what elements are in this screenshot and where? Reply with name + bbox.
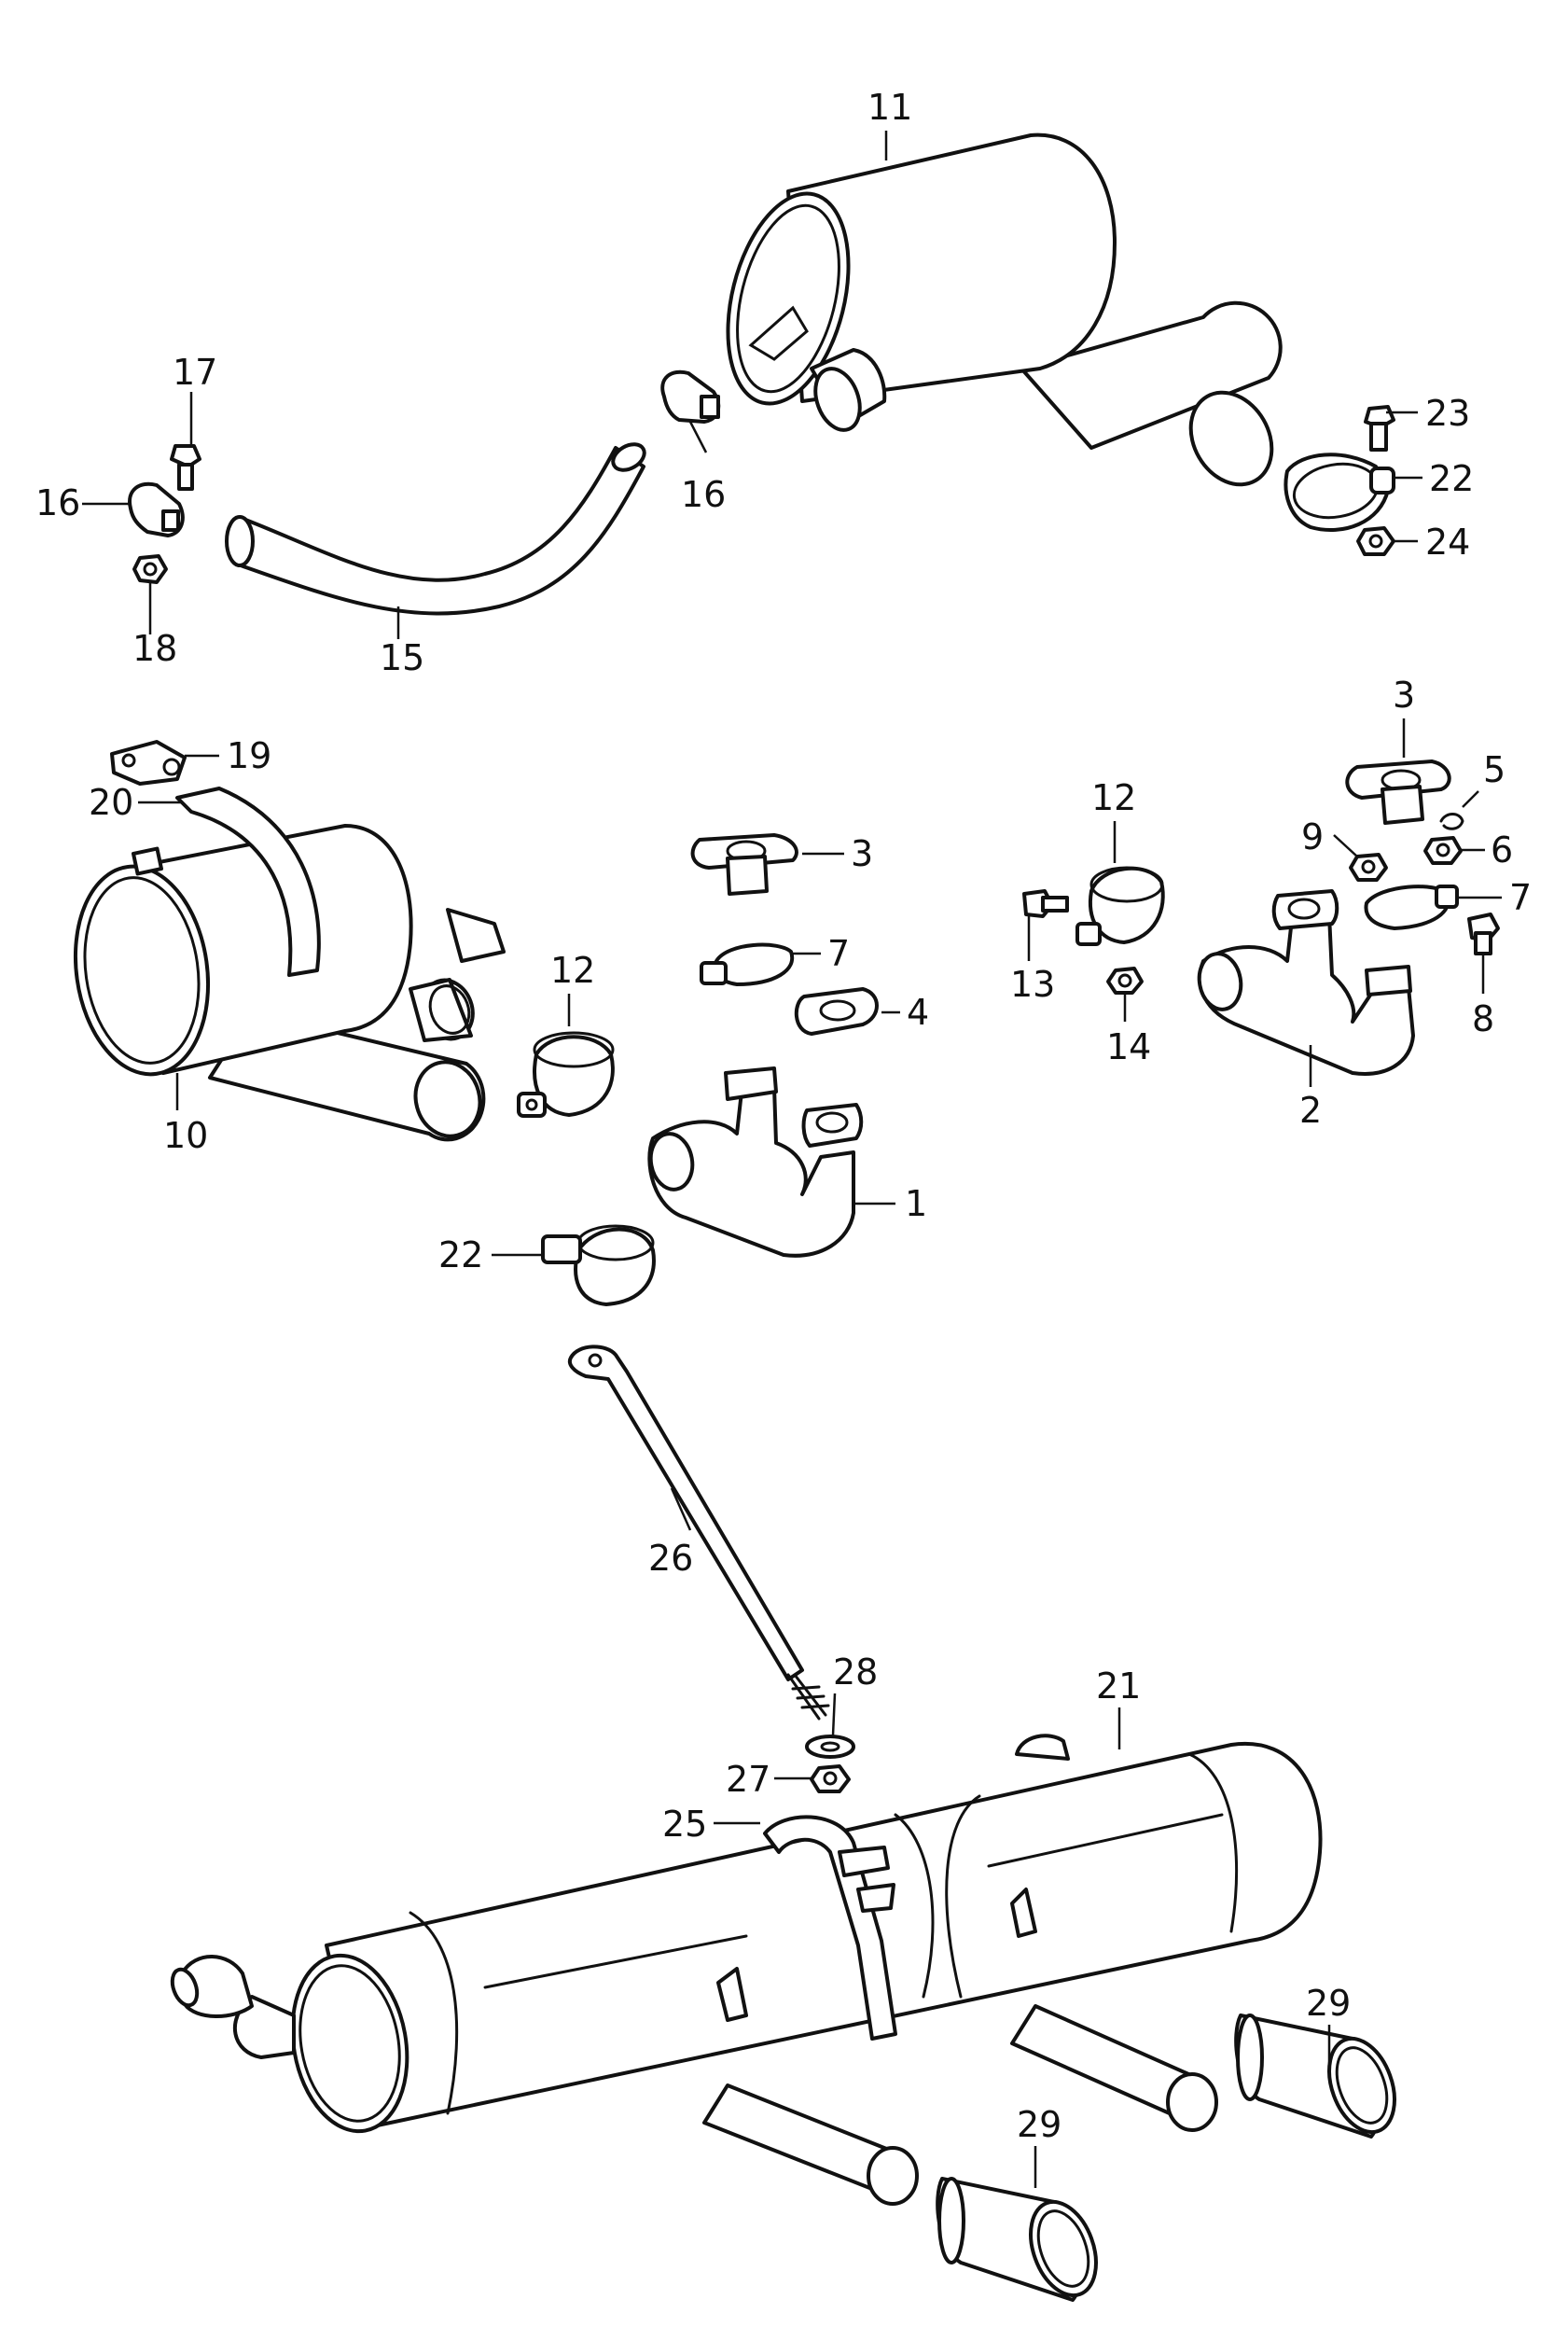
part-19-bracket xyxy=(110,740,187,786)
callout-14: 14 xyxy=(1106,1026,1151,1067)
callout-29-left: 29 xyxy=(1017,2104,1062,2145)
callout-1: 1 xyxy=(905,1183,927,1224)
callout-24: 24 xyxy=(1425,522,1470,563)
callout-10: 10 xyxy=(163,1115,208,1156)
callout-26: 26 xyxy=(648,1538,693,1579)
part-21-rear-muffler xyxy=(170,1734,1323,2206)
callout-27: 27 xyxy=(726,1759,770,1800)
callout-8: 8 xyxy=(1472,998,1494,1039)
part-23-bolt xyxy=(1364,405,1395,452)
callout-16-left: 16 xyxy=(35,482,80,523)
callout-13: 13 xyxy=(1010,964,1055,1005)
leader-lines xyxy=(82,131,1502,2188)
callout-29-right: 29 xyxy=(1306,1983,1351,2024)
part-27-nut xyxy=(810,1764,851,1793)
callout-7-right: 7 xyxy=(1509,877,1532,918)
part-24-nut xyxy=(1356,526,1395,556)
part-1-exhaust-pipe xyxy=(647,1066,864,1258)
part-14-nut xyxy=(1106,967,1144,995)
part-18-nut xyxy=(132,554,168,584)
callout-15: 15 xyxy=(380,637,424,678)
part-4-gasket xyxy=(794,987,879,1036)
callout-21: 21 xyxy=(1096,1665,1141,1707)
part-16-clamp-left xyxy=(128,481,185,537)
part-7-clamp-right xyxy=(1364,885,1459,930)
part-25-clamp-band xyxy=(763,1815,897,2041)
part-29-tailpipe-tip-right xyxy=(1234,2014,1396,2139)
part-13-bolt xyxy=(1022,889,1069,918)
callout-20: 20 xyxy=(89,782,133,823)
part-26-stay-rod xyxy=(567,1345,830,1721)
part-12-clamp-left xyxy=(517,1031,615,1118)
part-5-lock-washer xyxy=(1439,813,1464,830)
callout-11: 11 xyxy=(867,87,912,128)
callout-7-middle: 7 xyxy=(827,933,850,974)
part-10-silencer xyxy=(73,824,506,1142)
part-12-clamp-right xyxy=(1075,866,1165,946)
callout-28: 28 xyxy=(833,1651,878,1693)
part-28-washer xyxy=(805,1735,855,1759)
callout-4: 4 xyxy=(907,992,929,1033)
callout-22-right: 22 xyxy=(1429,458,1474,499)
part-29-tailpipe-tip-left xyxy=(936,2177,1098,2302)
part-9-nut xyxy=(1349,853,1388,882)
part-8-bolt xyxy=(1467,913,1500,955)
part-20-mounting-strap xyxy=(175,787,321,977)
callout-3-middle: 3 xyxy=(851,833,873,874)
part-2-exhaust-pipe xyxy=(1197,889,1415,1076)
callout-9: 9 xyxy=(1301,816,1324,857)
callout-18: 18 xyxy=(132,628,177,669)
callout-22-lower: 22 xyxy=(438,1234,483,1275)
callout-17: 17 xyxy=(173,352,217,393)
part-3-flange-middle xyxy=(690,833,798,896)
callout-6: 6 xyxy=(1491,829,1513,871)
callout-12-left: 12 xyxy=(550,950,595,991)
part-16-clamp-upper xyxy=(660,369,721,424)
part-7-clamp-middle xyxy=(700,942,795,986)
callout-5: 5 xyxy=(1483,749,1506,790)
callout-12-right: 12 xyxy=(1091,777,1136,818)
callout-19: 19 xyxy=(227,735,271,776)
part-15-connecting-pipe xyxy=(225,442,646,616)
callout-23: 23 xyxy=(1425,393,1470,434)
part-6-nut xyxy=(1423,836,1463,865)
callout-16-upper: 16 xyxy=(681,474,726,515)
part-22-clamp-right xyxy=(1284,453,1395,533)
callout-3-right: 3 xyxy=(1393,675,1415,716)
part-3-flange-right xyxy=(1345,759,1451,825)
part-17-bolt xyxy=(170,444,201,491)
callout-2: 2 xyxy=(1299,1090,1322,1131)
callout-25: 25 xyxy=(662,1804,707,1845)
callout-labels: 11 17 16 18 15 16 23 22 24 19 20 10 12 2… xyxy=(35,87,1532,2145)
part-11-silencer xyxy=(726,132,1283,487)
part-22-clamp-lower xyxy=(541,1224,656,1306)
